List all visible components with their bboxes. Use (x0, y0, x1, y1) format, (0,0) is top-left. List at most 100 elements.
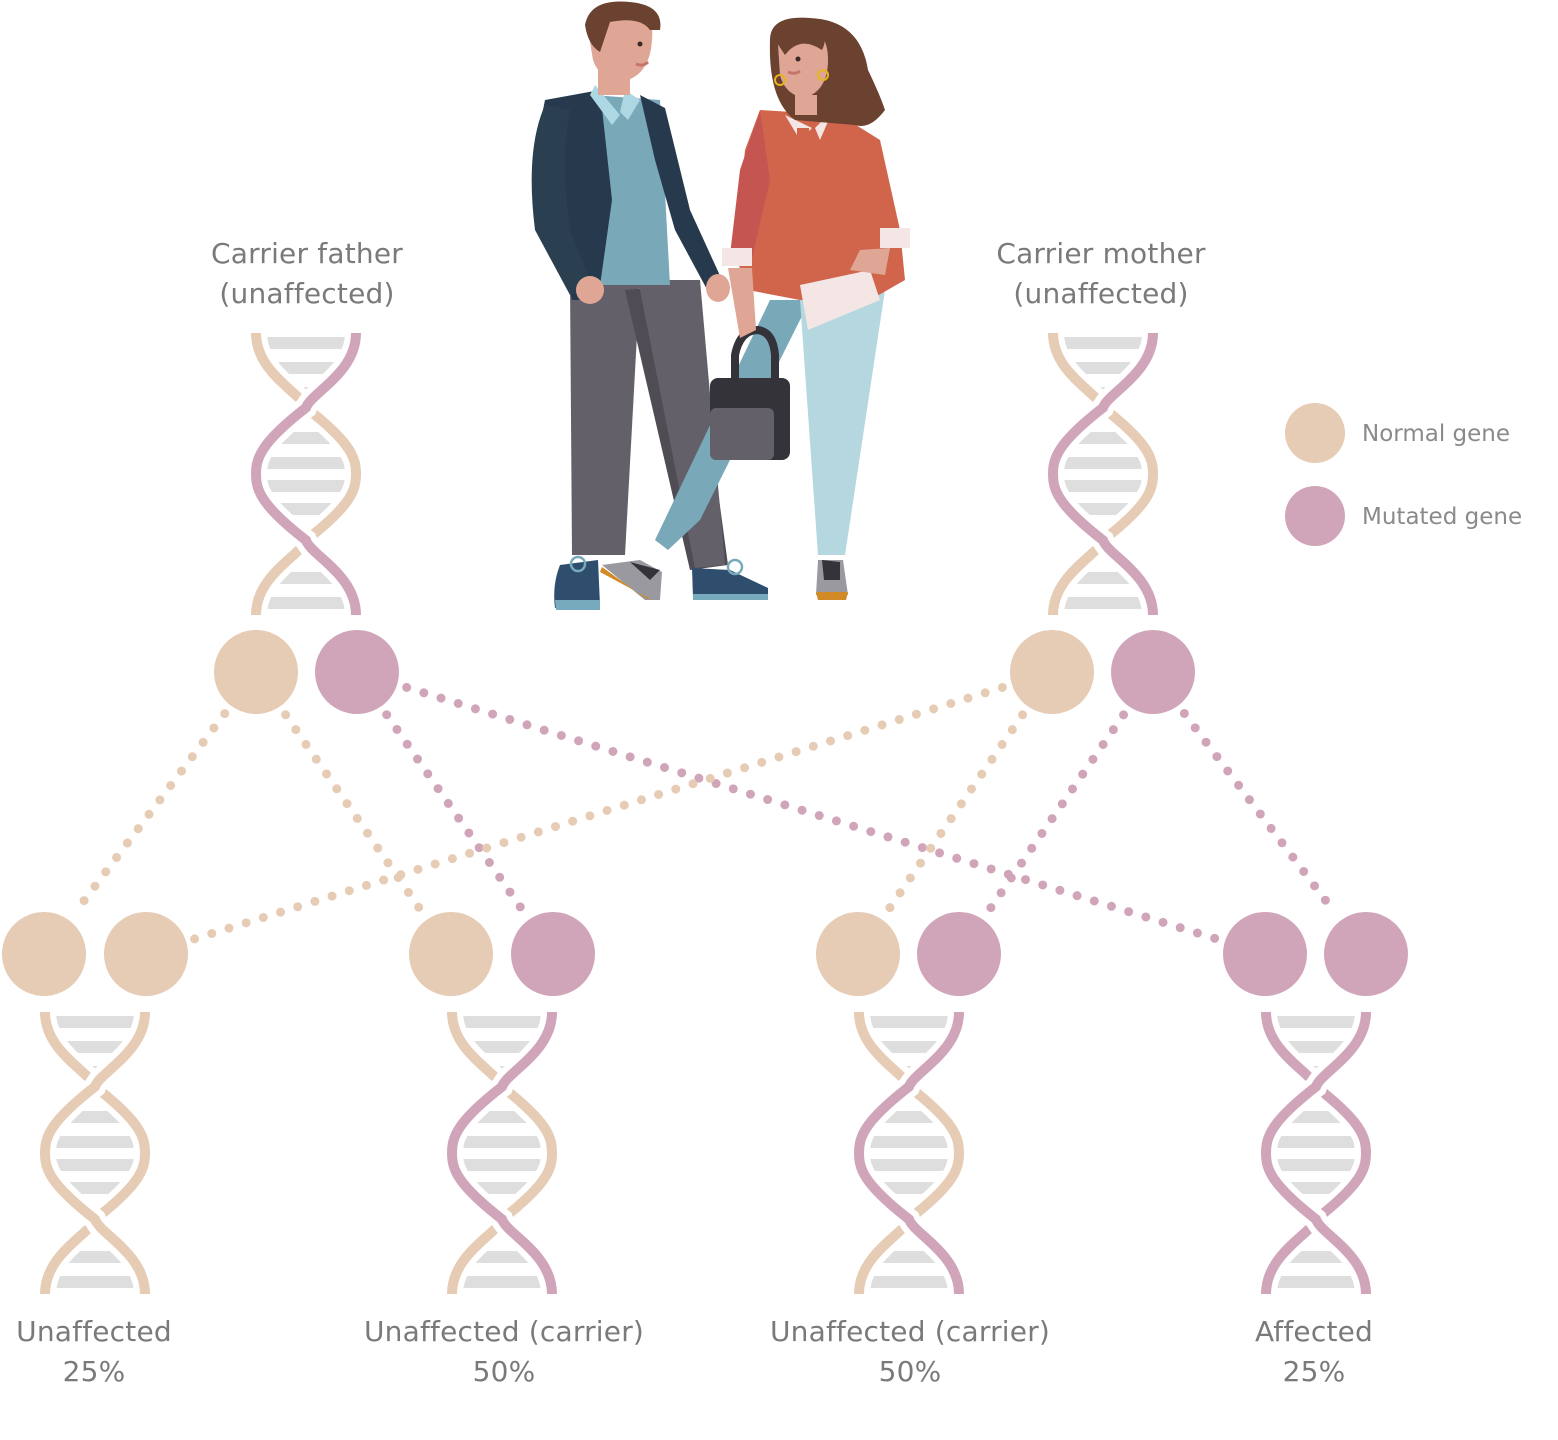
helix-rung (1075, 572, 1131, 584)
child-4-mutated-gene (1324, 912, 1408, 996)
helix-rung (267, 457, 345, 469)
helix-rung (1288, 1251, 1344, 1263)
inheritance-link-father-to-child-1 (69, 709, 230, 919)
child-outcome: Unaffected (carrier) (769, 1315, 1051, 1348)
helix-strand-left (251, 332, 362, 616)
helix-rung (880, 1111, 938, 1123)
helix-rung (267, 480, 345, 492)
helix-rung (472, 1041, 532, 1053)
parent-status: (unaffected) (1013, 277, 1189, 310)
legend-label-normal: Normal gene (1362, 421, 1511, 447)
helix-rung (1073, 362, 1133, 374)
legend (1285, 403, 1345, 546)
helix-rung (879, 1182, 939, 1194)
helix-rung (473, 1111, 531, 1123)
helix-rung (474, 1251, 530, 1263)
helix-rung (463, 1136, 541, 1148)
helix-strand-right (1047, 332, 1158, 616)
helix-rung (1286, 1182, 1346, 1194)
child-4-dna-helix-icon (1254, 1011, 1378, 1295)
child-label-2: Unaffected (carrier) 50% (329, 1312, 679, 1392)
inheritance-link-father-to-child-4 (402, 682, 1222, 944)
helix-rung (66, 1111, 124, 1123)
helix-rung (463, 1159, 541, 1171)
helix-strand-right (853, 1011, 964, 1295)
father-mutated-gene (315, 630, 399, 714)
legend-label-mutated: Mutated gene (1362, 504, 1523, 530)
mother-normal-gene (1010, 630, 1094, 714)
helix-rung (266, 337, 346, 349)
helix-rung (869, 1016, 949, 1028)
child-2-normal-gene (409, 912, 493, 996)
child-label-4: Affected 25% (1164, 1312, 1464, 1392)
inheritance-link-father-to-child-2 (281, 710, 428, 918)
helix-rung (1073, 503, 1133, 515)
inheritance-link-mother-to-child-1 (189, 682, 1007, 944)
inheritance-link-mother-to-child-3 (982, 710, 1129, 918)
helix-strand-right (446, 1011, 557, 1295)
mother-dna-helix-icon (1041, 332, 1165, 616)
parent-status: (unaffected) (219, 277, 395, 310)
child-2-dna-helix-icon (440, 1011, 564, 1295)
gene-circles (2, 630, 1408, 996)
helix-rung (1277, 1159, 1355, 1171)
helix-rung (870, 1136, 948, 1148)
parent-title: Carrier father (211, 237, 403, 270)
helix-rung (67, 1251, 123, 1263)
child-3-mutated-gene (917, 912, 1001, 996)
helix-rung (1064, 597, 1142, 609)
child-3-normal-gene (816, 912, 900, 996)
child-outcome: Affected (1254, 1315, 1374, 1348)
child-outcome: Unaffected (carrier) (363, 1315, 645, 1348)
inheritance-link-mother-to-child-4 (1179, 708, 1341, 919)
helix-rung (1064, 457, 1142, 469)
helix-strand-left (854, 1011, 965, 1295)
parent-title: Carrier mother (996, 237, 1206, 270)
helix-rung (56, 1136, 134, 1148)
legend-swatch-normal (1285, 403, 1345, 463)
legend-swatch-mutated (1285, 486, 1345, 546)
helix-rung (1063, 337, 1143, 349)
helix-rung (55, 1016, 135, 1028)
child-2-mutated-gene (511, 912, 595, 996)
inheritance-link-father-to-child-2 (382, 710, 529, 918)
child-1-normal-gene (104, 912, 188, 996)
helix-rung (56, 1276, 134, 1288)
child-probability: 25% (1282, 1355, 1346, 1388)
helix-rung (1074, 432, 1132, 444)
man-figure (531, 1, 768, 610)
child-1-normal-gene (2, 912, 86, 996)
child-3-dna-helix-icon (847, 1011, 971, 1295)
helix-rung (870, 1276, 948, 1288)
helix-rung (1287, 1111, 1345, 1123)
parent-label-mother: Carrier mother (unaffected) (951, 234, 1251, 314)
helix-rung (870, 1159, 948, 1171)
helix-strand-left (447, 1011, 558, 1295)
helix-rung (1277, 1136, 1355, 1148)
helix-rung (65, 1182, 125, 1194)
mother-mutated-gene (1111, 630, 1195, 714)
helix-rung (65, 1041, 125, 1053)
helix-rung (881, 1251, 937, 1263)
helix-rung (1277, 1276, 1355, 1288)
father-dna-helix-icon (244, 332, 368, 616)
helix-rung (463, 1276, 541, 1288)
child-label-1: Unaffected 25% (0, 1312, 244, 1392)
helix-strand-left (1261, 1011, 1372, 1295)
helix-rung (472, 1182, 532, 1194)
inheritance-link-mother-to-child-3 (881, 710, 1028, 918)
helix-rung (277, 432, 335, 444)
helix-rung (462, 1016, 542, 1028)
helix-rung (1064, 480, 1142, 492)
inheritance-links (69, 682, 1341, 944)
helix-strand-left (40, 1011, 151, 1295)
helix-strand-right (39, 1011, 150, 1295)
child-probability: 50% (878, 1355, 942, 1388)
helix-rung (56, 1159, 134, 1171)
dna-helices (33, 332, 1378, 1295)
helix-rung (276, 362, 336, 374)
helix-rung (278, 572, 334, 584)
child-1-dna-helix-icon (33, 1011, 157, 1295)
woman-figure (600, 17, 910, 600)
